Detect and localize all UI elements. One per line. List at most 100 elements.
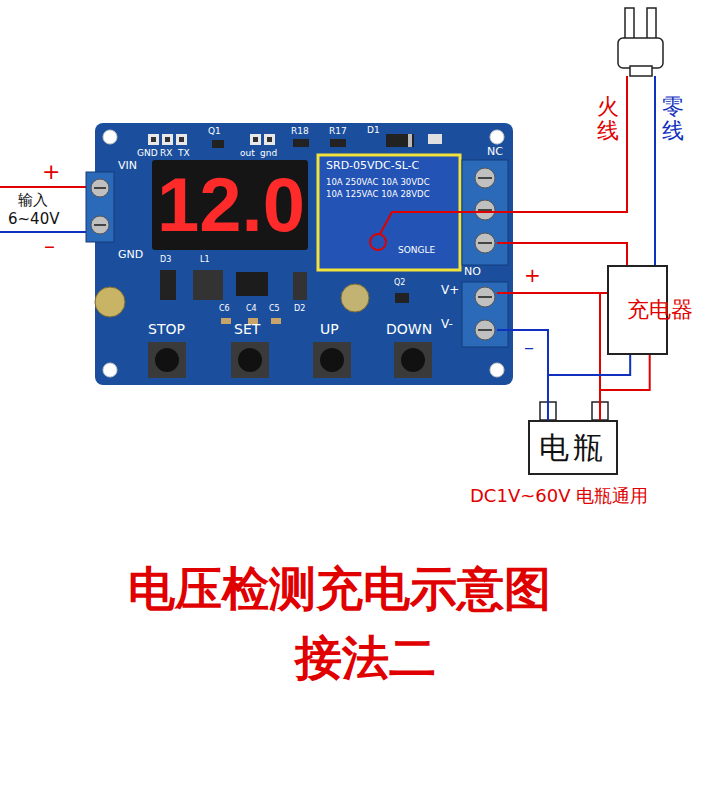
charger-box: 充电器	[607, 265, 668, 355]
battery-terminals	[540, 402, 608, 420]
components-part	[221, 318, 231, 324]
header-pins-part	[179, 137, 184, 142]
relay-rating: 10A 125VAC 10A 28VDC	[326, 190, 430, 199]
pcb-board-part	[490, 130, 504, 144]
terminal-name: NC	[487, 146, 503, 158]
push-buttons-part	[313, 342, 351, 378]
title-text: 电压检测充电示意图	[128, 563, 551, 615]
pcb-board-part	[103, 130, 117, 144]
components	[95, 270, 409, 324]
terminal-blocks-part	[475, 233, 495, 253]
components-part	[293, 272, 307, 300]
output-wires	[497, 293, 607, 402]
terminal-name: NO	[464, 266, 481, 278]
seven-segment-display-part	[152, 160, 308, 250]
smd-parts	[212, 134, 442, 148]
terminal-name: V-	[441, 318, 453, 331]
components-part	[395, 293, 409, 303]
terminal-blocks-part	[86, 172, 114, 242]
components-part	[160, 270, 176, 300]
push-buttons-part	[394, 342, 432, 378]
header-pins-part	[176, 134, 187, 145]
output-wires-part	[599, 293, 601, 402]
smd-parts-part	[408, 134, 412, 147]
components-part	[193, 270, 223, 300]
components-part	[236, 272, 268, 296]
battery-box: 电瓶	[528, 420, 618, 475]
part-name: D3	[160, 256, 171, 265]
terminal-name: V+	[441, 284, 459, 297]
mains-wires-part	[654, 76, 656, 265]
button-name: UP	[320, 322, 339, 337]
part-name: D2	[294, 305, 305, 314]
mains-plug-part	[625, 8, 634, 40]
terminal-blocks-part	[475, 200, 495, 220]
smd-parts-part	[330, 139, 346, 147]
mains-plug	[618, 8, 663, 76]
part-name: C6	[219, 305, 230, 314]
push-buttons-part	[320, 348, 344, 372]
terminal-blocks-part	[478, 177, 492, 179]
input-label: 输入	[18, 192, 48, 209]
components-part	[271, 318, 281, 324]
pin-name: out	[240, 149, 255, 159]
output-wires-part	[497, 292, 607, 294]
push-buttons-part	[238, 348, 262, 372]
push-buttons-part	[401, 348, 425, 372]
input-wires-part	[0, 231, 92, 233]
voltage-range: 6~40V	[8, 211, 59, 228]
smd-parts-part	[386, 134, 414, 147]
polarity-sign: +	[524, 264, 541, 286]
header-pins-part	[253, 137, 258, 142]
pin-name: RX	[160, 149, 172, 159]
terminal-blocks-part	[478, 209, 492, 211]
terminal-blocks-part	[475, 320, 495, 340]
wire-connector	[548, 355, 630, 420]
terminal-blocks-part	[478, 329, 492, 331]
pin-name: TX	[178, 149, 190, 159]
mains-plug-part	[630, 66, 652, 76]
header-pins-part	[165, 137, 170, 142]
relay-model: SRD-05VDC-SL-C	[326, 160, 419, 172]
smd-parts-part	[212, 140, 224, 148]
subtitle-text: 接法二	[295, 632, 436, 684]
pcb-board	[95, 123, 513, 385]
polarity-sign: –	[44, 234, 55, 258]
part-name: R18	[291, 127, 309, 137]
node-text: 充电器	[627, 298, 649, 322]
header-pins-part	[267, 137, 272, 142]
note-text: DC1V~60V 电瓶通用	[470, 486, 648, 506]
button-name: STOP	[148, 322, 185, 337]
part-name: Q1	[208, 127, 221, 137]
terminal-blocks-part	[478, 296, 492, 298]
display-readout: 12.0	[157, 161, 305, 249]
terminal-blocks-part	[94, 187, 106, 189]
components-part	[341, 284, 369, 312]
input-wires-part	[0, 186, 92, 188]
wire-name: 火线	[597, 95, 619, 143]
terminal-blocks-part	[475, 168, 495, 188]
pin-name: GND	[137, 149, 158, 159]
wire-connector	[600, 355, 650, 420]
part-name: R17	[329, 127, 347, 137]
pcb-board-part	[95, 123, 513, 385]
push-buttons-part	[155, 348, 179, 372]
part-name: C5	[269, 305, 280, 314]
terminal-blocks-part	[91, 179, 109, 197]
polarity-sign: –	[524, 336, 534, 358]
output-wires-part	[497, 330, 548, 402]
terminal-blocks-part	[91, 216, 109, 234]
button-name: SET	[234, 322, 260, 337]
mains-plug-part	[647, 8, 656, 40]
terminal-name: VIN	[118, 160, 137, 172]
relay-brand: SONGLE	[398, 246, 435, 256]
relay-rating: 10A 250VAC 10A 30VDC	[326, 178, 430, 187]
mains-wires-part	[370, 234, 386, 250]
header-pins-part	[250, 134, 261, 145]
header-pins-part	[162, 134, 173, 145]
smd-parts-part	[428, 134, 442, 144]
input-wires	[0, 187, 92, 232]
part-name: C4	[246, 305, 257, 314]
mains-wires-part	[380, 76, 627, 234]
